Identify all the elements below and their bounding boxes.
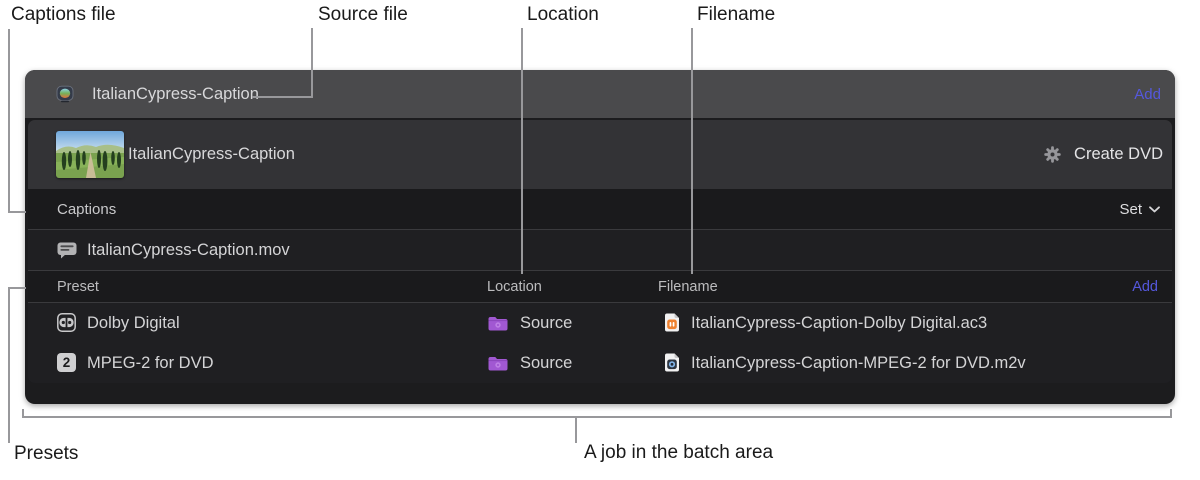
source-file-row[interactable]: ItalianCypress-Caption Add	[25, 70, 1175, 118]
filename-value: ItalianCypress-Caption-Dolby Digital.ac3	[691, 313, 988, 332]
callout-line-location-v	[521, 28, 523, 274]
column-location: Location	[487, 278, 542, 295]
captions-bubble-icon	[57, 242, 77, 264]
add-job-link[interactable]: Add	[1134, 85, 1161, 103]
separator	[28, 229, 1172, 230]
video-file-icon	[664, 353, 680, 377]
job-title: ItalianCypress-Caption	[128, 145, 295, 163]
filename-value: ItalianCypress-Caption-MPEG-2 for DVD.m2…	[691, 353, 1026, 372]
callout-presets: Presets	[14, 443, 79, 464]
callout-job-in-batch: A job in the batch area	[584, 442, 774, 463]
output-row-mpeg2[interactable]: 2 MPEG-2 for DVD Source	[28, 343, 1172, 383]
callout-line-captions-v	[8, 29, 10, 213]
callout-source-file: Source file	[318, 4, 408, 25]
job-row[interactable]: ItalianCypress-Caption	[28, 120, 1172, 189]
separator	[28, 302, 1172, 303]
separator	[28, 270, 1172, 271]
mpeg2-icon: 2	[57, 353, 76, 372]
preset-name: Dolby Digital	[87, 313, 180, 332]
add-output-link[interactable]: Add	[1132, 278, 1158, 295]
chevron-down-icon	[1149, 205, 1160, 213]
gear-icon	[1044, 146, 1061, 163]
callout-line-filename-v	[691, 28, 693, 274]
preset-name: MPEG-2 for DVD	[87, 353, 214, 372]
bracket-left-tick	[22, 409, 24, 417]
batch-window: ItalianCypress-Caption Add	[25, 70, 1175, 404]
callout-captions-file: Captions file	[11, 4, 116, 25]
captions-section-header: Captions Set	[28, 189, 1172, 229]
callout-line-presets-h	[8, 287, 26, 289]
create-dvd-button[interactable]: Create DVD	[1044, 120, 1163, 189]
callout-line-source-v	[311, 28, 313, 98]
dolby-digital-icon	[57, 313, 76, 337]
create-dvd-label: Create DVD	[1074, 145, 1163, 163]
compressor-source-icon	[56, 85, 74, 103]
callout-filename: Filename	[697, 4, 776, 25]
job-thumbnail	[56, 131, 124, 178]
bracket-right-tick	[1170, 409, 1172, 417]
captions-section-label: Captions	[57, 200, 117, 218]
callout-line-captions-h	[8, 211, 26, 213]
column-filename: Filename	[658, 278, 718, 295]
mpeg2-badge: 2	[57, 353, 76, 372]
folder-icon	[488, 355, 508, 376]
audio-file-icon	[664, 313, 680, 337]
outputs-column-header: Preset Location Filename Add	[28, 271, 1172, 302]
folder-icon	[488, 315, 508, 336]
location-value: Source	[520, 313, 573, 332]
set-label: Set	[1119, 200, 1142, 218]
location-value: Source	[520, 353, 573, 372]
job-card: ItalianCypress-Caption	[28, 120, 1172, 383]
column-preset: Preset	[57, 278, 99, 295]
set-dropdown[interactable]: Set	[1119, 189, 1160, 229]
output-row-dolby[interactable]: Dolby Digital Source	[28, 303, 1172, 343]
callout-line-presets-v	[8, 287, 10, 443]
bracket-stem	[575, 418, 577, 443]
captions-file-name: ItalianCypress-Caption.mov	[87, 240, 290, 259]
bracket-horizontal	[22, 416, 1172, 418]
source-file-name: ItalianCypress-Caption	[92, 84, 259, 103]
callout-location: Location	[527, 4, 599, 25]
callout-line-source-h	[252, 96, 313, 98]
captions-file-row[interactable]: ItalianCypress-Caption.mov	[28, 230, 1172, 270]
